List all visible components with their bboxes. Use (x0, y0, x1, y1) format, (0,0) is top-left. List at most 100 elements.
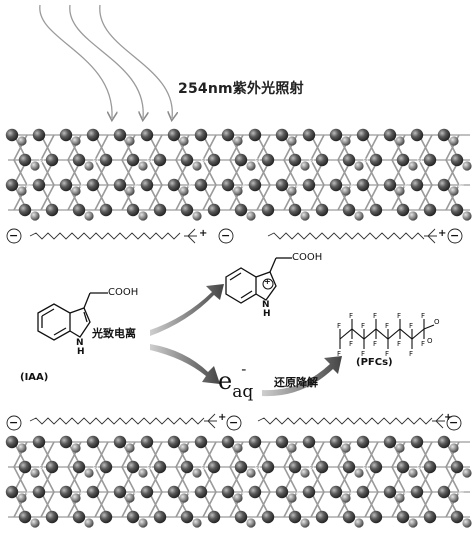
lattice-atom (84, 518, 94, 528)
oxygen-atom (194, 128, 208, 142)
atom-label: Al (134, 489, 140, 496)
lattice-atom (71, 136, 81, 146)
oxygen-atom (86, 435, 100, 449)
reduction-arrow (262, 356, 342, 397)
oxygen-atom (140, 178, 154, 192)
oxygen-atom (18, 510, 32, 524)
reduction-label: 还原降解 (274, 376, 318, 389)
oxygen-atom (288, 510, 302, 524)
lattice-atom (395, 443, 405, 453)
lattice-atom (84, 161, 94, 171)
atom-label: Si (255, 465, 261, 472)
oxygen-atom (410, 435, 424, 449)
surfactant-row-top (6, 228, 463, 244)
oxygen-atom (275, 178, 289, 192)
lattice-atom (408, 161, 418, 171)
lattice-atom (138, 518, 148, 528)
oxygen-atom (369, 153, 383, 167)
lattice-atom (179, 186, 189, 196)
oxygen-atom (126, 460, 140, 474)
atom-label: Al (188, 489, 194, 496)
oxygen-atom (45, 203, 59, 217)
lattice-bond (256, 441, 271, 468)
aromatic-bond (53, 327, 67, 336)
lattice-bond (40, 441, 55, 468)
oxygen-atom (288, 203, 302, 217)
atom-label: Si (39, 158, 45, 165)
oxygen-atom (302, 178, 316, 192)
lattice-atom (17, 443, 27, 453)
lattice-atom (246, 518, 256, 528)
oxygen-atom (5, 178, 19, 192)
iaa-label: (IAA) (20, 372, 49, 383)
atom-label: Si (255, 158, 261, 165)
lattice-bond (202, 134, 217, 161)
lattice-bond (148, 491, 163, 518)
lattice-atom (233, 443, 243, 453)
oxygen-atom (248, 178, 262, 192)
oxygen-atom (315, 460, 329, 474)
oxygen-atom (86, 485, 100, 499)
fluorine-label: F (421, 340, 425, 348)
lattice-atom (462, 211, 472, 221)
oxygen-atom (234, 153, 248, 167)
lattice-bond (94, 441, 109, 468)
radical-cation-sign: + (264, 277, 271, 286)
oxygen-atom (437, 178, 451, 192)
oxygen-atom (329, 128, 343, 142)
oxygen-atom (32, 485, 46, 499)
lattice-bond (202, 441, 217, 468)
lattice-atom (287, 443, 297, 453)
atom-label: Al (404, 489, 410, 496)
oxygen-atom (302, 435, 316, 449)
pyrrole-ring (69, 307, 91, 338)
lattice-atom (354, 518, 364, 528)
radical-cation-circle (262, 278, 274, 290)
electron-arrow (150, 344, 220, 384)
surfactant-chain (29, 228, 197, 244)
oxygen-atom (180, 460, 194, 474)
minus-sign: − (9, 229, 19, 242)
lattice-atom (449, 493, 459, 503)
product-n-label: N (262, 300, 270, 310)
ammonium-plus: + (444, 412, 453, 423)
oxygen-atom (99, 460, 113, 474)
oxygen-atom (140, 128, 154, 142)
lattice-bond (40, 491, 55, 518)
lattice-atom (138, 468, 148, 478)
lattice-atom (300, 518, 310, 528)
lattice-atom (462, 518, 472, 528)
lattice-atom (192, 468, 202, 478)
fluorine-label: F (349, 340, 353, 348)
lattice-atom (71, 443, 81, 453)
oxygen-atom (396, 153, 410, 167)
oxygen-atom (329, 178, 343, 192)
minus-circle (447, 228, 463, 244)
atom-label: Si (417, 158, 423, 165)
oxygen-atom (86, 128, 100, 142)
oxygen-atom (437, 485, 451, 499)
lattice-bond (40, 134, 55, 161)
uv-ray-3 (99, 4, 173, 118)
oxygen-atom (45, 460, 59, 474)
surfactant-chain (29, 413, 217, 429)
atom-label: Si (471, 158, 474, 165)
clay-lattice-bottom: AlSiAlSiAlSiAlSiAlSiAlSiAlSiAlSiAlSi (5, 435, 474, 528)
oxygen-atom (356, 435, 370, 449)
atom-label: Si (93, 158, 99, 165)
oxygen-atom (5, 128, 19, 142)
uv-ray-2 (69, 4, 143, 118)
oxygen-atom (18, 153, 32, 167)
lattice-atom (71, 186, 81, 196)
oxygen-atom (5, 435, 19, 449)
fluorine-label: F (385, 350, 389, 358)
atom-label: Si (201, 158, 207, 165)
oxygen-atom (32, 178, 46, 192)
oxygen-atom (383, 128, 397, 142)
lattice-atom (233, 186, 243, 196)
lattice-atom (192, 211, 202, 221)
oxygen-atom (234, 510, 248, 524)
oxygen-atom (207, 153, 221, 167)
oxygen-atom (140, 435, 154, 449)
